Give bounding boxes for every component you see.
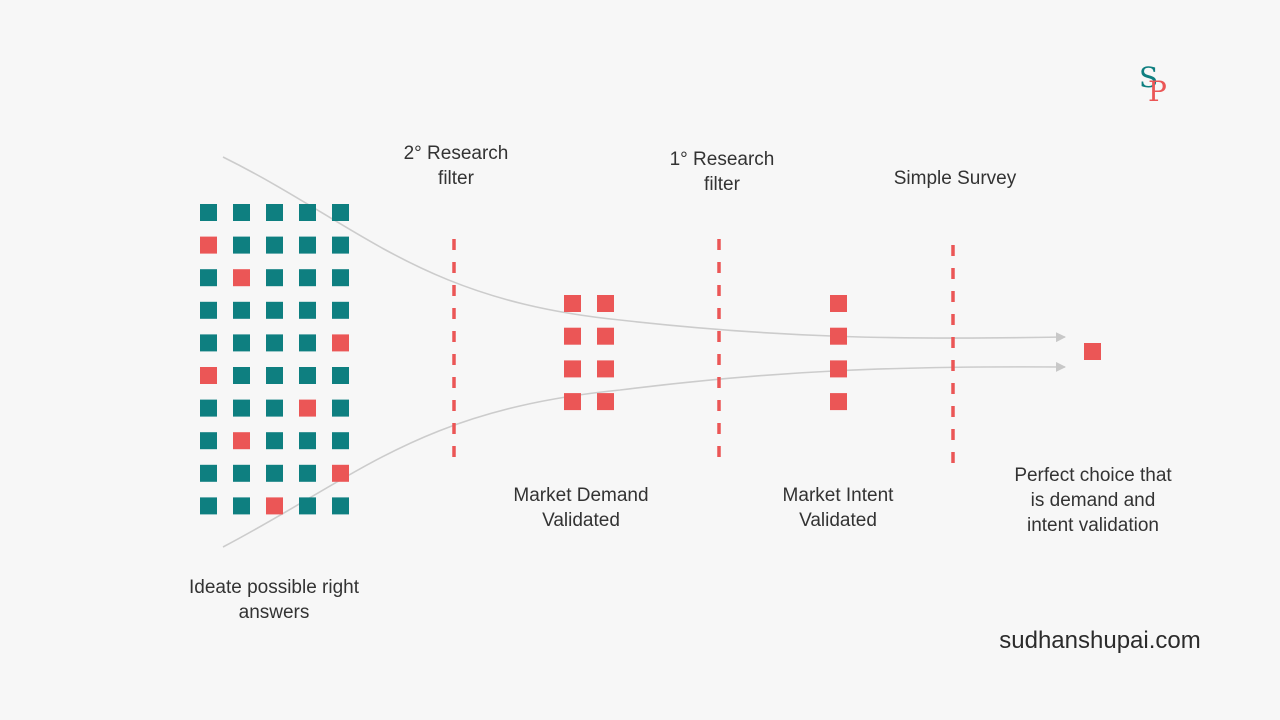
idea-square-red: [233, 432, 250, 450]
intent-square: [830, 360, 847, 378]
idea-square-teal: [332, 399, 349, 417]
idea-square-teal: [266, 464, 283, 482]
idea-square-teal: [200, 334, 217, 352]
website-url: sudhanshupai.com: [999, 627, 1201, 654]
idea-square-red: [200, 367, 217, 384]
idea-square-teal: [200, 269, 217, 287]
idea-square-teal: [266, 269, 283, 287]
idea-square-teal: [266, 301, 283, 319]
idea-square-teal: [332, 236, 349, 254]
idea-square-teal: [200, 204, 217, 221]
idea-square-teal: [299, 367, 316, 384]
idea-square-teal: [332, 367, 349, 384]
primary-research-filter-label: 1° Research filter: [669, 149, 775, 195]
idea-square-teal: [299, 301, 316, 319]
idea-square-teal: [233, 236, 250, 254]
intent-square: [830, 327, 847, 345]
idea-square-teal: [233, 464, 250, 482]
market-demand-cluster: [564, 295, 614, 411]
secondary-research-filter-label: 2° Research filter: [403, 143, 509, 189]
demand-square: [564, 360, 581, 378]
idea-square-teal: [266, 432, 283, 450]
idea-square-teal: [200, 464, 217, 482]
idea-square-teal: [266, 399, 283, 417]
idea-square-teal: [299, 464, 316, 482]
demand-square: [564, 393, 581, 411]
intent-square: [830, 393, 847, 411]
demand-square: [597, 295, 614, 312]
market-intent-cluster: [830, 295, 847, 411]
market-demand-label: Market Demand Validated: [513, 485, 649, 531]
demand-square: [597, 327, 614, 345]
sp-logo: S P: [1139, 61, 1167, 108]
ideate-label: Ideate possible right answers: [188, 577, 360, 623]
idea-square-red: [299, 399, 316, 417]
intent-square: [830, 295, 847, 312]
idea-square-teal: [332, 432, 349, 450]
idea-square-teal: [332, 497, 349, 515]
idea-square-teal: [200, 432, 217, 450]
idea-square-teal: [332, 301, 349, 319]
idea-square-teal: [233, 334, 250, 352]
demand-square: [564, 295, 581, 312]
demand-square: [564, 327, 581, 345]
idea-square-teal: [299, 432, 316, 450]
idea-square-teal: [332, 269, 349, 287]
idea-square-teal: [299, 334, 316, 352]
idea-square-teal: [233, 399, 250, 417]
idea-square-red: [233, 269, 250, 287]
idea-square-red: [332, 334, 349, 352]
idea-square-teal: [332, 204, 349, 221]
final-choice: [1084, 343, 1101, 360]
final-choice-square: [1084, 343, 1101, 360]
idea-square-teal: [200, 497, 217, 515]
idea-square-teal: [200, 301, 217, 319]
idea-square-teal: [266, 367, 283, 384]
idea-square-teal: [266, 334, 283, 352]
idea-square-teal: [299, 497, 316, 515]
market-intent-label: Market Intent Validated: [782, 485, 894, 531]
idea-square-red: [332, 464, 349, 482]
idea-grid: [200, 204, 349, 515]
idea-square-red: [266, 497, 283, 515]
idea-square-teal: [233, 301, 250, 319]
simple-survey-label: Simple Survey: [893, 168, 1017, 189]
idea-square-teal: [200, 399, 217, 417]
idea-square-teal: [266, 204, 283, 221]
idea-square-teal: [233, 204, 250, 221]
idea-square-teal: [299, 236, 316, 254]
demand-square: [597, 360, 614, 378]
logo-letter-p: P: [1148, 75, 1167, 108]
idea-square-teal: [266, 236, 283, 254]
idea-square-red: [200, 236, 217, 254]
idea-square-teal: [299, 204, 316, 221]
logo-letter-s: S: [1139, 61, 1158, 94]
idea-square-teal: [233, 497, 250, 515]
idea-square-teal: [233, 367, 250, 384]
funnel-upper-curve: [222, 156, 1066, 343]
demand-square: [597, 393, 614, 411]
idea-square-teal: [299, 269, 316, 287]
perfect-choice-label: Perfect choice that is demand and intent…: [1014, 465, 1172, 536]
